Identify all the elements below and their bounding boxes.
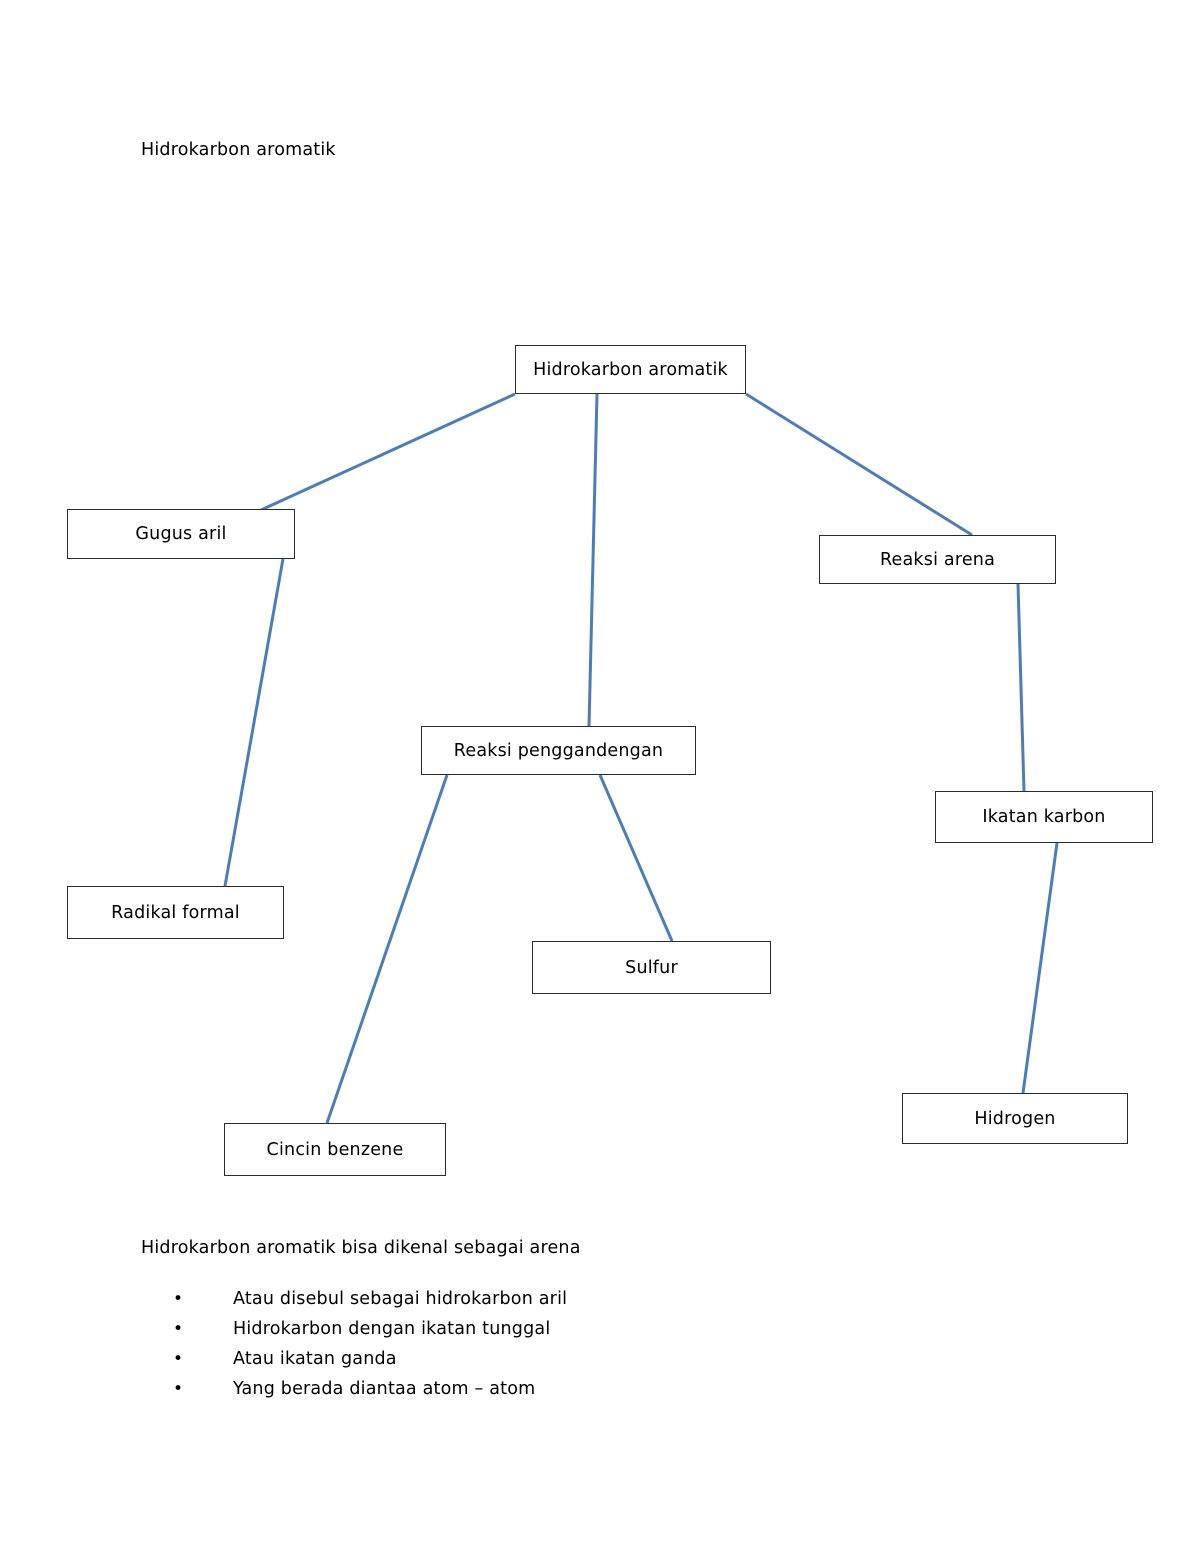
- diagram-node-cincin[interactable]: Cincin benzene: [224, 1123, 446, 1176]
- connector-root-to-pengg: [587, 393, 599, 727]
- diagram-node-arena[interactable]: Reaksi arena: [819, 535, 1056, 584]
- diagram-node-pengg[interactable]: Reaksi penggandengan: [421, 726, 696, 775]
- diagram-node-label: Sulfur: [625, 957, 678, 978]
- connector-arena-to-ikatan: [1016, 583, 1026, 792]
- connector-root-to-arena: [745, 392, 973, 537]
- list-item: • Atau ikatan ganda: [141, 1348, 941, 1378]
- page-title: Hidrokarbon aromatik: [141, 140, 336, 160]
- bullet-text: Yang berada diantaa atom – atom: [233, 1379, 536, 1399]
- diagram-node-gugus[interactable]: Gugus aril: [67, 509, 295, 559]
- diagram-node-label: Radikal formal: [111, 902, 240, 923]
- bullet-marker-icon: •: [173, 1349, 184, 1369]
- diagram-node-root[interactable]: Hidrokarbon aromatik: [515, 345, 746, 394]
- connector-pengg-to-cincin: [325, 774, 449, 1124]
- list-item: • Yang berada diantaa atom – atom: [141, 1378, 941, 1408]
- diagram-node-radikal[interactable]: Radikal formal: [67, 886, 284, 939]
- diagram-node-label: Cincin benzene: [266, 1139, 404, 1160]
- edge-group: [223, 392, 1059, 1124]
- connector-gugus-to-radikal: [223, 558, 285, 887]
- bullet-list: • Atau disebul sebagai hidrokarbon aril • H…: [141, 1288, 941, 1408]
- body-paragraph: Hidrokarbon aromatik bisa dikenal sebaga…: [141, 1238, 581, 1258]
- connector-root-to-gugus: [260, 392, 516, 512]
- diagram-node-label: Reaksi penggandengan: [453, 740, 664, 761]
- diagram-node-label: Reaksi arena: [879, 549, 996, 570]
- bullet-marker-icon: •: [173, 1379, 184, 1399]
- list-item: • Hidrokarbon dengan ikatan tunggal: [141, 1318, 941, 1348]
- diagram-node-label: Hidrokarbon aromatik: [533, 359, 728, 380]
- connector-ikatan-to-hidrogen: [1021, 842, 1059, 1094]
- diagram-node-hidrogen[interactable]: Hidrogen: [902, 1093, 1128, 1144]
- diagram-node-sulfur[interactable]: Sulfur: [532, 941, 771, 994]
- bullet-text: Atau disebul sebagai hidrokarbon aril: [233, 1289, 568, 1309]
- diagram-node-ikatan[interactable]: Ikatan karbon: [935, 791, 1153, 843]
- diagram-node-label: Hidrogen: [974, 1108, 1056, 1129]
- diagram-node-label: Gugus aril: [135, 524, 227, 544]
- diagram-node-label: Ikatan karbon: [982, 807, 1106, 827]
- bullet-text: Atau ikatan ganda: [233, 1349, 397, 1369]
- bullet-marker-icon: •: [173, 1319, 184, 1339]
- bullet-marker-icon: •: [173, 1289, 184, 1309]
- connector-pengg-to-sulfur: [598, 774, 674, 942]
- list-item: • Atau disebul sebagai hidrokarbon aril: [141, 1288, 941, 1318]
- bullet-text: Hidrokarbon dengan ikatan tunggal: [233, 1319, 551, 1339]
